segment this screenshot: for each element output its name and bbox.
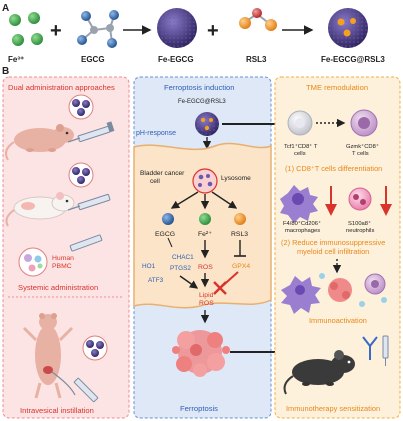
immune-cells-attack-icon xyxy=(281,273,387,314)
syringe-icon-3 xyxy=(69,234,103,252)
fe3-ions-icon xyxy=(9,12,43,46)
neutrophil-icon xyxy=(348,187,372,211)
tcf1-tcell-label-line2: cells xyxy=(294,151,306,157)
plus-sign-2: + xyxy=(207,20,219,42)
egcg-label: EGCG xyxy=(81,55,105,64)
macrophage-icon xyxy=(280,185,318,223)
rsl3-label: RSL3 xyxy=(246,55,267,64)
black-mouse-icon xyxy=(283,350,355,395)
left-panel-title: Dual administration approaches xyxy=(8,83,115,92)
syringe-icon-2 xyxy=(67,193,111,211)
syringe-icon-1 xyxy=(67,121,115,143)
neutrophil-lobe-1 xyxy=(353,194,359,200)
middle-panel-title: Ferroptosis induction xyxy=(164,83,235,92)
neutrophil-label-line2: neutrophils xyxy=(346,228,374,234)
section2-line2: myeloid cell infiltration xyxy=(297,247,369,256)
ferroptotic-cell-icon xyxy=(172,330,230,377)
arrow-to-egcg xyxy=(170,191,199,209)
fe2-ball-icon xyxy=(199,213,211,225)
egcg-target-ho1: HO1 xyxy=(142,263,156,270)
lipid-ros-line2: ROS xyxy=(199,300,214,307)
egcg-target-ptgs2: PTGS2 xyxy=(170,265,191,272)
lysosome-icon xyxy=(192,168,218,194)
syringe-icon-4 xyxy=(382,335,389,366)
tcf1-tcell-label-line1: Tcf1⁺CD8⁺ T xyxy=(284,143,318,150)
rsl3-molecule-icon xyxy=(239,8,277,31)
egcg-target-chac1: CHAC1 xyxy=(172,254,194,261)
intravesical-instillation-label: Intravesical instillation xyxy=(20,406,94,415)
section2-line1: (2) Reduce immunosuppressive xyxy=(281,238,385,247)
pbmc-label-line1: Human xyxy=(52,255,74,262)
nanoparticle-badge-3 xyxy=(82,335,108,361)
white-mouse-icon xyxy=(5,192,75,227)
cell-label-line2: cell xyxy=(150,178,160,185)
nanoparticle-badge-1 xyxy=(68,94,94,120)
fe2-component-label: Fe²⁺ xyxy=(198,231,212,238)
rsl3-component-label: RSL3 xyxy=(231,231,248,238)
right-panel-title: TME remodulation xyxy=(306,83,368,92)
egcg-target-line xyxy=(167,237,173,248)
rsl3-ball-icon xyxy=(234,213,246,225)
gpx4-label: GPX4 xyxy=(232,263,250,270)
cell-label-line1: Bladder cancer xyxy=(140,170,185,177)
egcg-component-label: EGCG xyxy=(155,231,175,238)
gzmk-tcell-label-line2: T cells xyxy=(352,151,369,157)
nanoparticle-badge-2 xyxy=(68,162,94,188)
lysosome-label: Lysosome xyxy=(221,175,251,182)
panel-b-label: B xyxy=(2,66,9,77)
fe-egcg-label: Fe-EGCG xyxy=(158,55,194,64)
fe-egcg-rsl3-label: Fe-EGCG@RSL3 xyxy=(321,55,385,64)
ph-response-label: pH-response xyxy=(136,130,176,137)
egcg-molecule-icon xyxy=(77,10,119,48)
ros-label: ROS xyxy=(198,264,213,271)
arrow-to-rsl3 xyxy=(211,191,238,209)
antibody-icon xyxy=(362,336,378,360)
immunoactivation-label: Immunoactivation xyxy=(309,316,367,325)
left-panel xyxy=(2,76,130,419)
fe3-label: Fe³⁺ xyxy=(8,55,24,64)
nanoparticle-label: Fe-EGCG@RSL3 xyxy=(178,99,226,105)
neutrophil-lobe-2 xyxy=(360,199,366,205)
arrow-egcg-to-lipid xyxy=(179,275,199,289)
pbmc-label-line2: PBMC xyxy=(52,263,72,270)
lipid-ros-line1: Lipid xyxy=(199,292,214,299)
ferroptosis-label: Ferroptosis xyxy=(180,404,218,413)
gzmk-tcell-nucleus xyxy=(358,117,370,129)
macrophage-label-line1: F4/80⁺Cd206⁺ xyxy=(283,220,321,227)
gpx4-cross-2 xyxy=(213,281,227,295)
pbmc-cells-icon xyxy=(18,247,48,277)
section1-label: (1) CD8⁺T cells differentiation xyxy=(285,164,382,173)
systemic-administration-label: Systemic administration xyxy=(18,283,98,292)
macrophage-label-line2: macrophages xyxy=(285,228,320,234)
upright-mouse-icon xyxy=(22,313,74,399)
catheter-syringe-icon xyxy=(51,371,99,403)
fe-egcg-nanoparticle-icon xyxy=(157,8,197,48)
neutrophil-label-line1: S100a8⁺ xyxy=(348,220,371,227)
fe-egcg-rsl3-nanoparticle-icon xyxy=(328,8,368,48)
gzmk-tcell-label-line1: Gzmk⁺CD8⁺ xyxy=(346,143,379,150)
tcf1-tcell-nucleus xyxy=(295,118,305,128)
nude-mouse-icon xyxy=(5,124,74,161)
fe-egcg-rsl3-particle-icon xyxy=(195,112,219,136)
right-panel xyxy=(274,76,401,419)
panel-a-label: A xyxy=(2,3,9,14)
egcg-target-atf3: ATF3 xyxy=(148,277,164,284)
plus-sign-1: + xyxy=(50,20,62,42)
bladder-cancer-cell-membrane xyxy=(133,142,272,309)
immunotherapy-sensitization-label: Immunotherapy sensitization xyxy=(286,404,380,413)
egcg-ball-icon xyxy=(162,213,174,225)
